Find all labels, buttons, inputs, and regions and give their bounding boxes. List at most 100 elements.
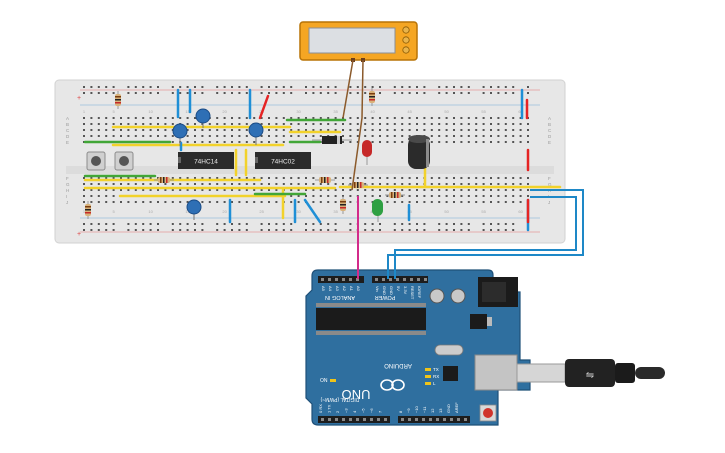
- rail-plus-label-top: +: [77, 95, 81, 102]
- brand-label: ARDUINO: [384, 362, 412, 368]
- column-number: 1: [83, 209, 86, 214]
- led-tx-label: TX: [433, 367, 439, 372]
- pin-label: Vin: [375, 286, 380, 292]
- model-label: UNO: [342, 387, 371, 402]
- pin-label: GND: [446, 404, 451, 413]
- pin-label: 5V: [396, 286, 401, 291]
- column-number: 20: [222, 209, 227, 214]
- column-number: 15: [185, 209, 190, 214]
- pin-label: A5: [321, 286, 326, 292]
- column-number: 5: [112, 109, 115, 114]
- wire-blue: [303, 198, 322, 224]
- column-number: 55: [481, 109, 486, 114]
- pushbutton[interactable]: [114, 151, 134, 171]
- row-letter: D: [548, 134, 552, 139]
- pin-label: GND: [382, 286, 387, 295]
- pin-label: ~5: [361, 408, 366, 413]
- resistor[interactable]: [348, 182, 368, 188]
- row-letter: F: [548, 176, 551, 181]
- pin-label: ~10: [414, 405, 419, 413]
- capacitor-ceramic[interactable]: [195, 108, 211, 128]
- pin-label: 8: [398, 410, 403, 413]
- row-letter: A: [66, 116, 69, 121]
- display-lead: [351, 59, 364, 191]
- serial-display[interactable]: [299, 21, 418, 62]
- analog-in-label: ANALOG IN: [325, 294, 355, 300]
- led-red[interactable]: [362, 140, 372, 165]
- row-letter: E: [66, 140, 69, 145]
- pushbutton[interactable]: [86, 151, 106, 171]
- row-letter: E: [548, 140, 551, 145]
- reset-button[interactable]: [479, 404, 497, 422]
- row-letter: B: [548, 122, 551, 127]
- pin-label: A2: [342, 286, 347, 292]
- capacitor-ceramic[interactable]: [172, 123, 188, 146]
- wire-cyan: [387, 189, 584, 279]
- column-number: 50: [444, 109, 449, 114]
- column-number: 20: [222, 109, 227, 114]
- breadboard-wires: [83, 88, 562, 232]
- column-number: 35: [333, 109, 338, 114]
- pin-label: GND: [389, 286, 394, 295]
- wire-cyan: [394, 196, 577, 279]
- resistor[interactable]: [369, 88, 375, 106]
- column-number: 10: [148, 209, 153, 214]
- pin-label: ~6: [369, 408, 374, 413]
- column-number: 50: [444, 209, 449, 214]
- row-letter: C: [66, 128, 70, 133]
- power-header-label: POWER: [375, 294, 396, 300]
- resistor[interactable]: [154, 177, 174, 183]
- led-green[interactable]: [372, 199, 383, 222]
- led-l-label: L: [433, 381, 436, 386]
- usb-cable: ⇋: [516, 359, 665, 387]
- pin-label: 4: [352, 410, 357, 413]
- resistor[interactable]: [385, 192, 405, 198]
- row-letter: J: [66, 200, 68, 205]
- pin-label: IOREF: [417, 286, 422, 299]
- pin-label: AREF: [454, 402, 459, 413]
- digital-header-label: DIGITAL (PWM~): [320, 396, 359, 402]
- column-number: 40: [370, 109, 375, 114]
- pin-label: 1 TX: [327, 404, 332, 413]
- ic-74hc14[interactable]: 74HC14: [178, 152, 234, 169]
- capacitor-ceramic[interactable]: [186, 199, 202, 220]
- column-number: 35: [333, 209, 338, 214]
- row-letter: B: [66, 122, 69, 127]
- resistor[interactable]: [315, 177, 335, 183]
- pin-label: ~11: [422, 406, 427, 413]
- column-number: 30: [296, 209, 301, 214]
- pin-label: 7: [378, 410, 383, 413]
- display-lead: [342, 59, 354, 119]
- ic-74hc02[interactable]: 74HC02: [255, 152, 311, 169]
- resistor[interactable]: [115, 91, 121, 109]
- column-number: 55: [481, 209, 486, 214]
- pin-label: ~3: [344, 408, 349, 413]
- pin-label: 3.3V: [403, 286, 408, 295]
- resistor[interactable]: [85, 201, 91, 219]
- column-number: 5: [112, 209, 115, 214]
- capacitor-electrolytic[interactable]: [408, 135, 430, 169]
- capacitor-ceramic[interactable]: [248, 122, 264, 145]
- ic-74hc02-label: 74HC02: [271, 159, 295, 166]
- rail-plus-label-bottom: +: [77, 231, 81, 238]
- pin-label: A0: [356, 286, 361, 292]
- resistor[interactable]: [340, 196, 346, 214]
- row-letter: A: [548, 116, 551, 121]
- pin-label: ~9: [406, 408, 411, 413]
- column-number: 1: [83, 109, 86, 114]
- pin-label: A4: [328, 286, 333, 292]
- row-letter: I: [66, 194, 67, 199]
- column-number: 45: [407, 109, 412, 114]
- usb-port[interactable]: [474, 354, 518, 391]
- pin-label: 12: [430, 408, 435, 413]
- pin-label: A1: [349, 286, 354, 292]
- usb-symbol-icon: ⇋: [586, 370, 594, 381]
- row-letter: H: [66, 188, 69, 193]
- ic-74hc14-label: 74HC14: [194, 159, 218, 166]
- pin-label: A3: [335, 286, 340, 292]
- pin-label: RESET: [410, 286, 415, 300]
- diode[interactable]: [312, 136, 352, 144]
- pin-label: 2: [335, 410, 340, 413]
